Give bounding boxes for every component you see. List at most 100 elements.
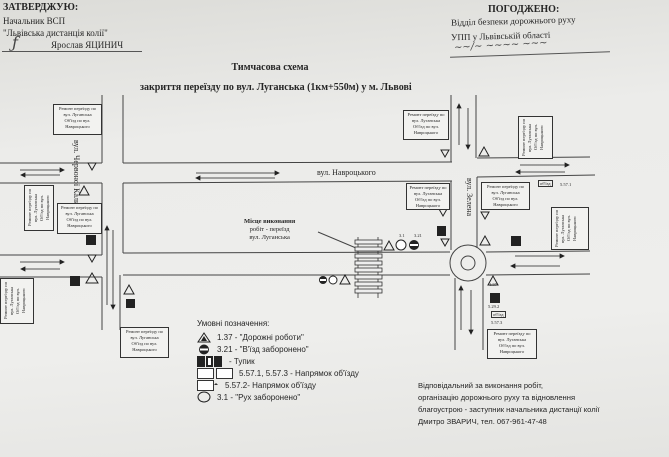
road-works-sign-icon bbox=[383, 239, 395, 251]
yield-sign-icon bbox=[440, 149, 450, 159]
notice-text: Навроцького bbox=[21, 288, 26, 314]
road-works-sign-icon bbox=[479, 234, 491, 246]
notice-text: Ремонт переїзду по bbox=[61, 205, 98, 210]
road-works-sign-icon bbox=[123, 283, 135, 295]
detour-direction-sign-icon bbox=[197, 379, 218, 391]
detour-direction-sign-icon bbox=[197, 367, 233, 379]
approval-heading: ЗАТВЕРДЖУЮ: bbox=[3, 2, 79, 13]
road-works-sign-icon bbox=[78, 184, 90, 196]
legend-item-text: - Тупик bbox=[229, 356, 255, 366]
road-edge bbox=[122, 180, 453, 184]
road-edge bbox=[122, 161, 453, 164]
sign-code: 5.29.2 bbox=[488, 304, 500, 309]
responsible-line: організацію дорожнього руху та відновлен… bbox=[418, 393, 576, 402]
notice-text: Ремонт переїзду по bbox=[126, 329, 163, 334]
no-entry-sign-icon bbox=[409, 240, 419, 250]
approval-signature: ƒ bbox=[12, 33, 18, 52]
dead-end-sign-icon bbox=[126, 299, 135, 308]
approval-signature-line bbox=[2, 51, 142, 52]
no-traffic-sign-icon bbox=[395, 239, 407, 251]
legend-item-text: 5.57.2- Напрямок об'їзду bbox=[225, 380, 316, 390]
dead-end-sign-icon bbox=[86, 235, 96, 245]
notice-text: Об'їзд по вул. bbox=[415, 197, 441, 202]
detour-direction-sign-icon: об'їзд bbox=[538, 180, 553, 187]
road-edge bbox=[122, 251, 451, 254]
road-works-sign-icon bbox=[339, 273, 351, 285]
notice-text: Навроцького bbox=[539, 125, 544, 150]
no-entry-sign-icon bbox=[319, 276, 327, 284]
road-works-sign-icon bbox=[85, 272, 99, 284]
dead-end-sign-icon bbox=[511, 236, 521, 246]
legend-item-text: 1.37 - "Дорожні роботи" bbox=[217, 332, 304, 342]
road-edge bbox=[485, 273, 591, 276]
notice-text: Навроцького bbox=[415, 203, 441, 208]
sign-code: 5.57.3 bbox=[491, 320, 503, 325]
legend-item-text: 5.57.1, 5.57.3 - Напрямок об'їзду bbox=[239, 368, 359, 378]
approval-organization: "Львівська дистанція колії" bbox=[3, 28, 108, 38]
notice-text: вул. Луганська bbox=[63, 112, 92, 117]
street-label-navrotskoho: вул. Навроцького bbox=[317, 168, 376, 177]
responsible-contact: Дмитро ЗВАРИЧ, тел. 067-961-47-48 bbox=[418, 417, 547, 426]
road-works-sign-icon bbox=[487, 274, 499, 286]
no-traffic-sign-icon bbox=[328, 275, 338, 285]
worksite-line2: робіт - переїзд bbox=[249, 226, 290, 233]
notice-text: Навроцького bbox=[572, 216, 577, 241]
notice-text: Об'їзд по вул. bbox=[492, 196, 519, 201]
railway-crossing bbox=[354, 237, 383, 298]
dead-end-sign-icon bbox=[70, 276, 80, 286]
worksite-line1: Місце виконання bbox=[244, 218, 296, 225]
notice-text: Навроцького bbox=[413, 130, 439, 135]
approval-name: Ярослав ЯЦИНИЧ bbox=[51, 40, 124, 50]
worksite-pointer bbox=[317, 231, 357, 249]
yield-sign-icon bbox=[438, 208, 448, 218]
notice-text: вул. Луганська bbox=[497, 337, 527, 342]
dead-end-sign-icon bbox=[437, 226, 446, 236]
notice-text: Ремонт переїзду по bbox=[487, 184, 524, 189]
scheme-subtitle: закриття переїзду по вул. Луганська (1км… bbox=[140, 82, 412, 93]
detour-direction-sign-icon: об'їзд bbox=[491, 311, 506, 318]
notice-text: Навроцького bbox=[493, 202, 518, 207]
notice-text: Об'їзд по вул. bbox=[499, 343, 525, 348]
notice-text: Навроцького bbox=[499, 349, 525, 354]
yield-sign-icon bbox=[440, 238, 450, 248]
road-works-sign-icon bbox=[478, 145, 490, 157]
notice-text: вул. Луганська bbox=[130, 335, 159, 340]
yield-sign-icon bbox=[87, 254, 97, 264]
notice-text: Навроцького bbox=[132, 347, 157, 352]
legend-item: 5.57.1, 5.57.3 - Напрямок об'їзду bbox=[197, 367, 359, 379]
dead-end-sign-icon bbox=[197, 355, 222, 367]
legend: Умовні позначення: 1.37 - "Дорожні робот… bbox=[197, 319, 359, 403]
sign-code: 5.57.1 bbox=[560, 182, 572, 187]
notice-text: Навроцького bbox=[67, 223, 92, 228]
notice-text: Об'їзд по вул. bbox=[131, 341, 158, 346]
yield-sign-icon bbox=[87, 162, 97, 172]
legend-item-text: 3.21 - "В'їзд заборонено" bbox=[217, 344, 309, 354]
scheme-title: Тимчасова схема bbox=[231, 62, 309, 73]
road-edge bbox=[485, 250, 591, 253]
no-traffic-sign-icon bbox=[197, 391, 211, 403]
notice-text: Об'їзд по вул. bbox=[64, 118, 91, 123]
notice-text: Ремонт переїзду по bbox=[59, 106, 96, 111]
responsible-line: Відповідальний за виконання робіт, bbox=[418, 381, 544, 390]
notice-text: вул. Луганська bbox=[411, 118, 441, 123]
notice-text: Навроцького bbox=[65, 124, 90, 129]
legend-item: 5.57.2- Напрямок об'їзду bbox=[197, 379, 359, 391]
no-entry-sign-icon bbox=[199, 344, 209, 354]
notice-text: вул. Луганська bbox=[65, 211, 94, 216]
responsible-line: благоустрою - заступник начальника диста… bbox=[418, 405, 600, 414]
notice-text: Ремонт переїзду по bbox=[409, 185, 447, 190]
worksite-label: Місце виконання робіт - переїзд вул. Луг… bbox=[244, 218, 295, 242]
approval-position: Начальник ВСП bbox=[3, 16, 66, 26]
notice-text: Об'їзд по вул. bbox=[66, 217, 93, 222]
